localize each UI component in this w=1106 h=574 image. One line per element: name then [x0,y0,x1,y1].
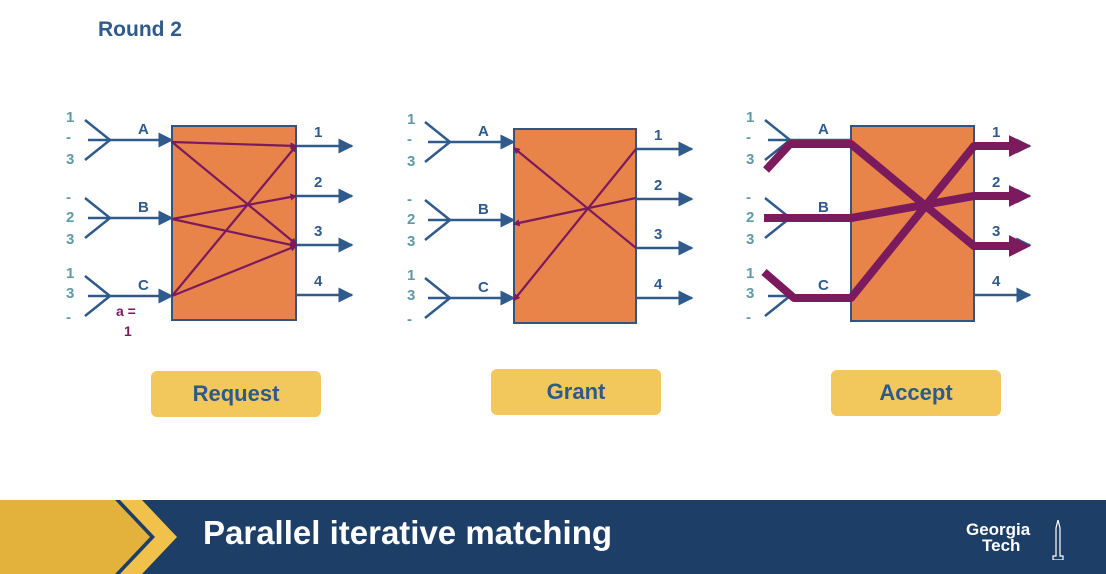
accept-input-fraction-A-1: - [746,129,751,146]
grant-input-fraction-A-0: 1 [407,111,415,128]
logo-line-1: Georgia [966,520,1031,539]
footer-chevron-decoration [0,500,177,574]
accept-match-path-2 [764,185,1031,222]
request-input-fraction-A-0: 1 [66,109,74,126]
request-input-label-A: A [138,121,149,138]
grant-input-fraction-A-1: - [407,131,412,148]
slide-title: Round 2 [98,18,182,41]
request-edge-1 [171,140,298,150]
grant-edge-2 [512,196,637,227]
request-input-fraction-B-2: 3 [66,231,74,248]
grant-input-fraction-B-2: 3 [407,233,415,250]
accept-input-label-C: C [818,277,829,294]
accept-button[interactable]: Accept [831,370,1001,416]
request-output-label-1: 1 [314,124,322,141]
accept-input-fraction-B-2: 3 [746,231,754,248]
request-output-label-3: 3 [314,223,322,240]
accept-input-fraction-B-0: - [746,189,751,206]
request-output-label-2: 2 [314,174,322,191]
request-input-label-C: C [138,277,149,294]
accept-input-label-A: A [818,121,829,138]
grant-input-fraction-A-2: 3 [407,153,415,170]
request-output-label-4: 4 [314,273,323,290]
accept-output-label-4: 4 [992,273,1001,290]
grant-output-label-4: 4 [654,276,663,293]
request-annotation-line-2: 1 [124,323,132,339]
request-input-fraction-A-2: 3 [66,151,74,168]
accept-input-label-B: B [818,199,829,216]
grant-input-label-C: C [478,279,489,296]
grant-input-fraction-B-1: 2 [407,211,415,228]
accept-output-label-2: 2 [992,174,1000,191]
request-edge-5 [171,144,297,297]
grant-output-label-1: 1 [654,127,662,144]
request-edge-2 [171,141,298,245]
grant-edge-1 [512,147,637,249]
footer-bar: Parallel iterative matching Georgia Tech [0,500,1106,574]
grant-output-label-2: 2 [654,177,662,194]
request-edge-3 [171,193,298,221]
grant-input-label-A: A [478,123,489,140]
accept-match-path-3 [761,135,1031,302]
grant-edge-3 [513,148,637,302]
grant-input-fraction-C-0: 1 [407,267,415,284]
accept-match-path-1 [763,140,1031,257]
request-input-fraction-C-2: - [66,309,71,326]
logo-line-2: Tech [982,536,1021,555]
grant-input-label-B: B [478,201,489,218]
grant-input-fraction-C-1: 3 [407,287,415,304]
request-button[interactable]: Request [151,371,321,417]
accept-input-fraction-C-2: - [746,309,751,326]
accept-output-label-3: 3 [992,223,1000,240]
grant-input-fraction-C-2: - [407,311,412,328]
request-annotation-line-1: a = [116,303,136,319]
grant-input-fraction-B-0: - [407,191,412,208]
accept-output-label-1: 1 [992,124,1000,141]
request-input-fraction-C-1: 3 [66,285,74,302]
grant-output-label-3: 3 [654,226,662,243]
accept-input-fraction-C-0: 1 [746,265,754,282]
request-input-fraction-B-1: 2 [66,209,74,226]
accept-input-fraction-B-1: 2 [746,209,754,226]
accept-input-fraction-A-2: 3 [746,151,754,168]
request-input-fraction-A-1: - [66,129,71,146]
request-input-fraction-B-0: - [66,189,71,206]
request-input-label-B: B [138,199,149,216]
request-edge-6 [171,244,298,298]
accept-input-fraction-C-1: 3 [746,285,754,302]
tech-tower-icon [1052,520,1064,560]
georgia-tech-logo: Georgia Tech [966,520,1031,555]
request-edge-4 [171,217,298,249]
footer-title: Parallel iterative matching [203,514,613,551]
grant-button[interactable]: Grant [491,369,661,415]
request-input-fraction-C-0: 1 [66,265,74,282]
accept-input-fraction-A-0: 1 [746,109,754,126]
